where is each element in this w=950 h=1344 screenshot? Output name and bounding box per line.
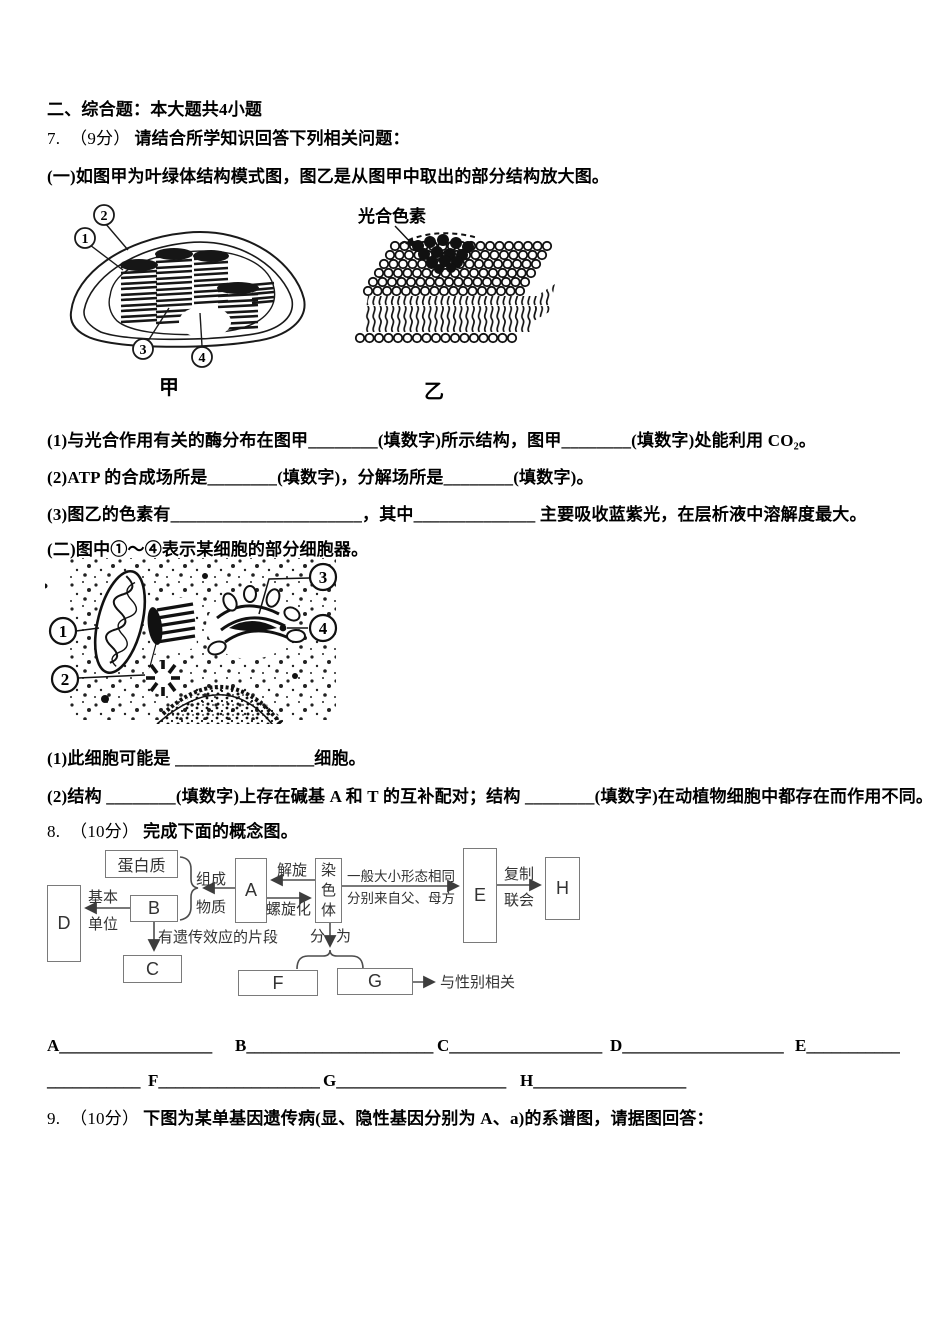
cmap-label-compose-bottom: 物质	[196, 899, 227, 916]
section-header: 二、综合题：本大题共4小题	[47, 100, 263, 119]
concept-map: 蛋白质 D B A 染 色 体 E H C F G 基本 单位 组成 物质 解旋…	[40, 843, 640, 1023]
pigment-label: 光合色素	[357, 206, 426, 226]
cmap-label-divide-left: 分	[310, 928, 326, 945]
q9-number: 9.	[47, 1109, 61, 1128]
svg-text:1: 1	[59, 622, 68, 641]
answer-blank-B: B______________________	[235, 1036, 434, 1055]
svg-text:2: 2	[101, 209, 108, 224]
cmap-label-divide-right: 为	[336, 928, 352, 945]
answer-blank-D: D___________________	[610, 1036, 784, 1055]
answer-blank-C: C__________________	[437, 1036, 603, 1055]
stroma-pocket	[179, 306, 231, 338]
cmap-label-synapsis: 联会	[504, 892, 535, 909]
q9-stem: 9. （10分）下图为某单基因遗传病(显、隐性基因分别为 A、a)的系谱图，请据图…	[47, 1104, 714, 1129]
cmap-box-A: A	[235, 858, 267, 923]
q7-sub1: (1)与光合作用有关的酶分布在图甲________(填数字)所示结构，图甲___…	[47, 431, 817, 450]
cmap-box-E: E	[463, 848, 497, 943]
cmap-box-F: F	[238, 970, 318, 996]
nucleus	[156, 685, 287, 724]
cmap-label-basic-top: 基本	[88, 889, 119, 906]
answer-blank-A: A__________________	[47, 1036, 213, 1055]
cmap-label-sex-related: 与性别相关	[440, 974, 516, 991]
centriole-cylinder	[147, 596, 197, 675]
answer-blank-E: E___________	[795, 1036, 900, 1055]
q9-text: 下图为某单基因遗传病(显、隐性基因分别为 A、a)的系谱图，请据图回答：	[143, 1109, 714, 1128]
q9-score: （10分）	[70, 1109, 140, 1128]
cmap-label-coil: 螺旋化	[266, 901, 312, 918]
cmap-box-C: C	[123, 955, 182, 983]
svg-text:4: 4	[319, 619, 328, 638]
svg-text:3: 3	[319, 568, 328, 587]
cmap-box-D: D	[47, 885, 81, 962]
callout-2: 2	[93, 204, 115, 226]
caption-jia: 甲	[159, 377, 179, 399]
q7-sub2: (2)ATP 的合成场所是________(填数字)，分解场所是________…	[47, 468, 594, 487]
figure-chloroplast: 2 1 3 4 甲	[69, 204, 306, 399]
cell-callout-1: 1	[48, 616, 78, 646]
q7-stem: 7. （9分）请结合所学知识回答下列相关问题：	[47, 124, 410, 149]
cmap-box-B: B	[130, 895, 178, 922]
cell-callout-4: 4	[308, 613, 338, 643]
cmap-label-same-form: 一般大小形态相同	[347, 869, 455, 884]
centriole-star	[146, 660, 180, 696]
cmap-label-compose-top: 组成	[196, 871, 227, 888]
cmap-label-replicate: 复制	[504, 866, 535, 883]
q7-number: 7.	[47, 129, 61, 148]
golgi-apparatus	[206, 585, 306, 659]
callout-4: 4	[191, 346, 213, 368]
ribosome-dot	[279, 624, 287, 632]
q7-part2-sub2: (2)结构 ________(填数字)上存在碱基 A 和 T 的互补配对；结构 …	[47, 787, 934, 806]
answer-blank-G: G____________________	[323, 1071, 507, 1090]
q7-part1-intro: (一)如图甲为叶绿体结构模式图，图乙是从图甲中取出的部分结构放大图。	[47, 167, 610, 186]
cmap-label-basic-bottom: 单位	[88, 916, 119, 933]
cmap-label-unwind: 解旋	[277, 862, 308, 879]
q8-score: （10分）	[70, 822, 140, 841]
q7-part2-intro: (二)图中①～④表示某细胞的部分细胞器。	[47, 540, 369, 559]
q7-score: （9分）	[70, 129, 131, 148]
svg-text:2: 2	[61, 670, 70, 689]
cmap-label-genetic-fragment: 有遗传效应的片段	[158, 929, 279, 946]
q7-sub3: (3)图乙的色素有______________________，其中______…	[47, 505, 867, 524]
cmap-box-H: H	[545, 857, 580, 920]
q8-stem: 8. （10分）完成下面的概念图。	[47, 817, 298, 842]
mitochondrion	[93, 569, 147, 675]
caption-yi: 乙	[424, 381, 444, 403]
q8-number: 8.	[47, 822, 61, 841]
svg-text:3: 3	[140, 343, 147, 358]
answer-blank-H: H__________________	[520, 1071, 687, 1090]
callout-1: 1	[74, 227, 96, 249]
svg-text:4: 4	[199, 351, 206, 366]
cell-callout-3: 3	[308, 562, 338, 592]
figure-membrane: 光合色素 乙	[354, 206, 555, 403]
q7-intro: 请结合所学知识回答下列相关问题：	[134, 129, 410, 148]
answer-blank-E-cont: ___________	[47, 1071, 141, 1090]
cmap-box-protein: 蛋白质	[105, 850, 178, 878]
answer-blank-F: F___________________	[148, 1071, 320, 1090]
cmap-label-from-parents: 分别来自父、母方	[347, 891, 455, 906]
cmap-box-chromosome: 染 色 体	[315, 858, 342, 923]
pigment-blob	[412, 234, 474, 274]
callout-3: 3	[132, 338, 154, 360]
q8-intro: 完成下面的概念图。	[143, 822, 298, 841]
svg-text:1: 1	[82, 232, 89, 247]
cmap-box-G: G	[337, 968, 413, 995]
figure-cell-organelles: 1 2 3 4	[45, 558, 338, 724]
cell-callout-2: 2	[50, 664, 80, 694]
q7-part2-sub1: (1)此细胞可能是 ________________细胞。	[47, 749, 366, 768]
